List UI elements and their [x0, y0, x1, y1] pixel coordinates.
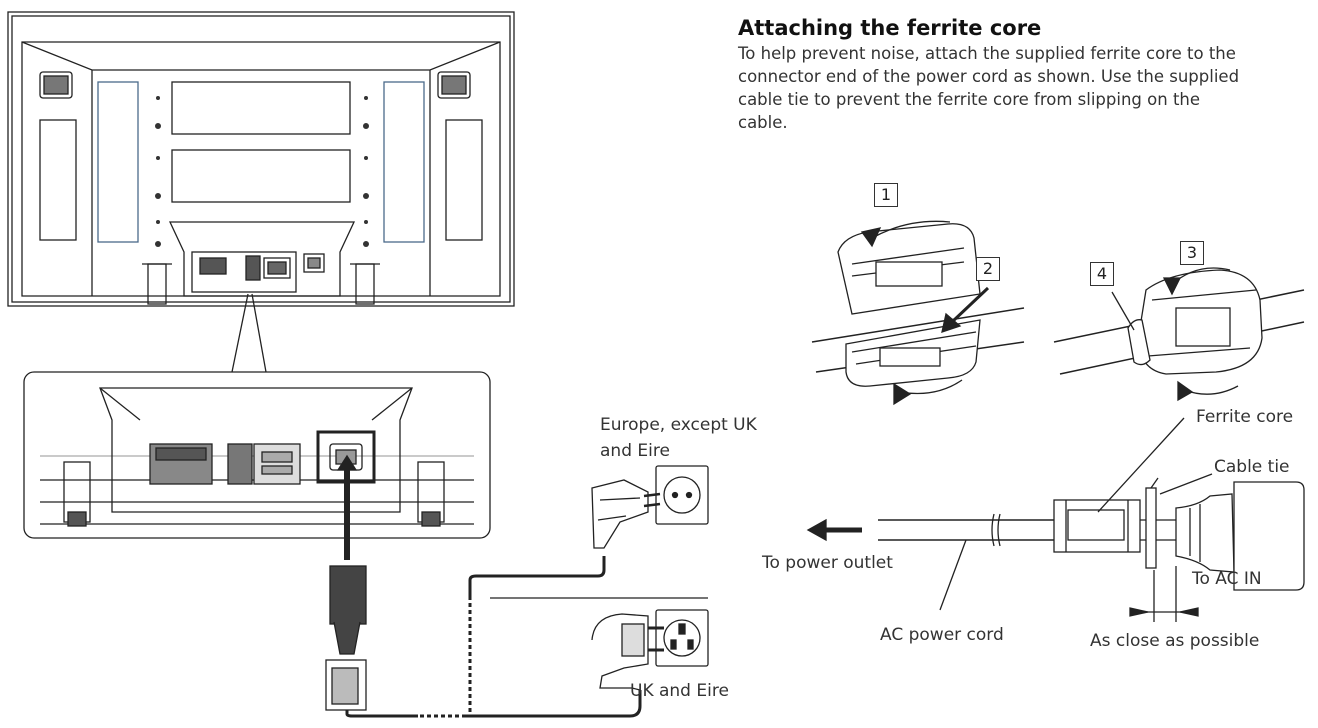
uk-plug-and-socket: [591, 609, 709, 691]
instruction-line: To help prevent noise, attach the suppli…: [738, 44, 1236, 63]
display-rear-panel: [7, 11, 515, 307]
section-heading: Attaching the ferrite core: [738, 16, 1042, 40]
label-ac-power-cord: AC power cord: [880, 625, 1004, 645]
europe-plug-and-socket: [591, 465, 709, 549]
cord-ferrite-detail: [806, 417, 1305, 622]
label-europe-line2: and Eire: [600, 441, 670, 461]
instruction-line: cable tie to prevent the ferrite core fr…: [738, 90, 1201, 109]
label-to-power-outlet: To power outlet: [762, 553, 893, 573]
step-1-badge: 1: [874, 183, 898, 207]
instruction-line: connector end of the power cord as shown…: [738, 67, 1240, 86]
label-as-close-as-possible: As close as possible: [1090, 631, 1260, 651]
step-2-badge: 2: [976, 257, 1000, 281]
instruction-paragraph: To help prevent noise, attach the suppli…: [738, 42, 1318, 134]
instruction-line: cable.: [738, 113, 788, 132]
label-to-ac-in: To AC IN: [1192, 569, 1262, 589]
step-3-badge: 3: [1180, 241, 1204, 265]
ferrite-open-close-illustration: [811, 220, 1025, 406]
terminal-zoom-inset: [23, 371, 491, 539]
ferrite-tie-illustration: [1053, 267, 1305, 402]
label-europe-line1: Europe, except UK: [600, 415, 757, 435]
label-ferrite-core: Ferrite core: [1196, 407, 1294, 427]
ac-power-cord-with-ferrite: [325, 454, 642, 718]
label-uk: UK and Eire: [630, 681, 729, 701]
step-4-badge: 4: [1090, 262, 1114, 286]
label-cable-tie: Cable tie: [1214, 457, 1290, 477]
